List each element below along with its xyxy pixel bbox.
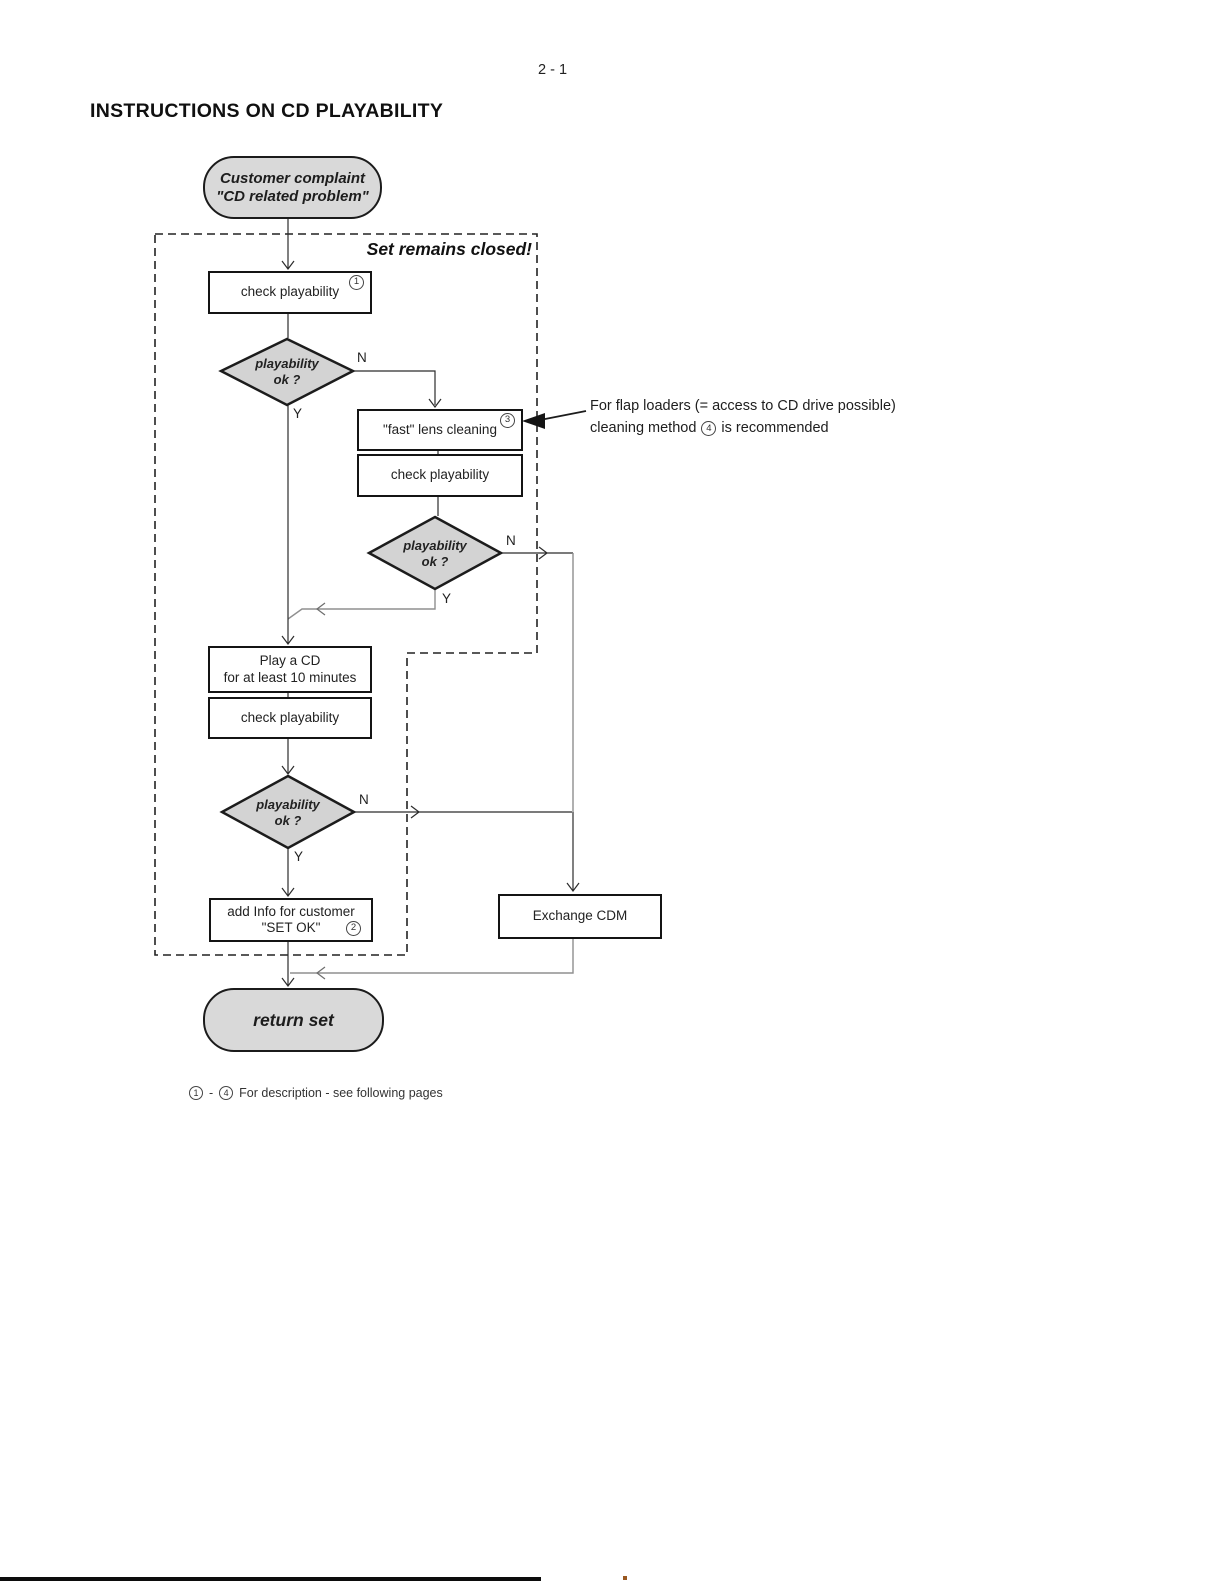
decision-1-diamond (218, 337, 356, 407)
arrowhead-into-return (281, 977, 295, 987)
arrowhead-into-check1 (281, 260, 295, 270)
arrowhead-into-playcd (281, 635, 295, 645)
arrowhead-d3-no (410, 805, 420, 819)
arrowhead-exchange-merge (316, 966, 326, 980)
arrowhead-into-addinfo (281, 887, 295, 897)
connector-d1-no (353, 370, 436, 405)
decision-2-diamond (366, 515, 504, 591)
arrowhead-into-fastclean (428, 398, 442, 408)
connector-d2-yes-merge (287, 589, 436, 620)
arrowhead-into-d3 (281, 765, 295, 775)
annotation-arrowhead (522, 413, 545, 429)
arrowhead-d2-no (538, 546, 548, 560)
decision-3-diamond (219, 774, 357, 850)
closed-region-dashed-border (154, 233, 538, 956)
arrowhead-into-exchange (566, 882, 580, 892)
connector-exchange-merge (290, 935, 574, 974)
annotation-arrow-line (539, 410, 587, 421)
arrowhead-d2-yes-merge (316, 602, 326, 616)
